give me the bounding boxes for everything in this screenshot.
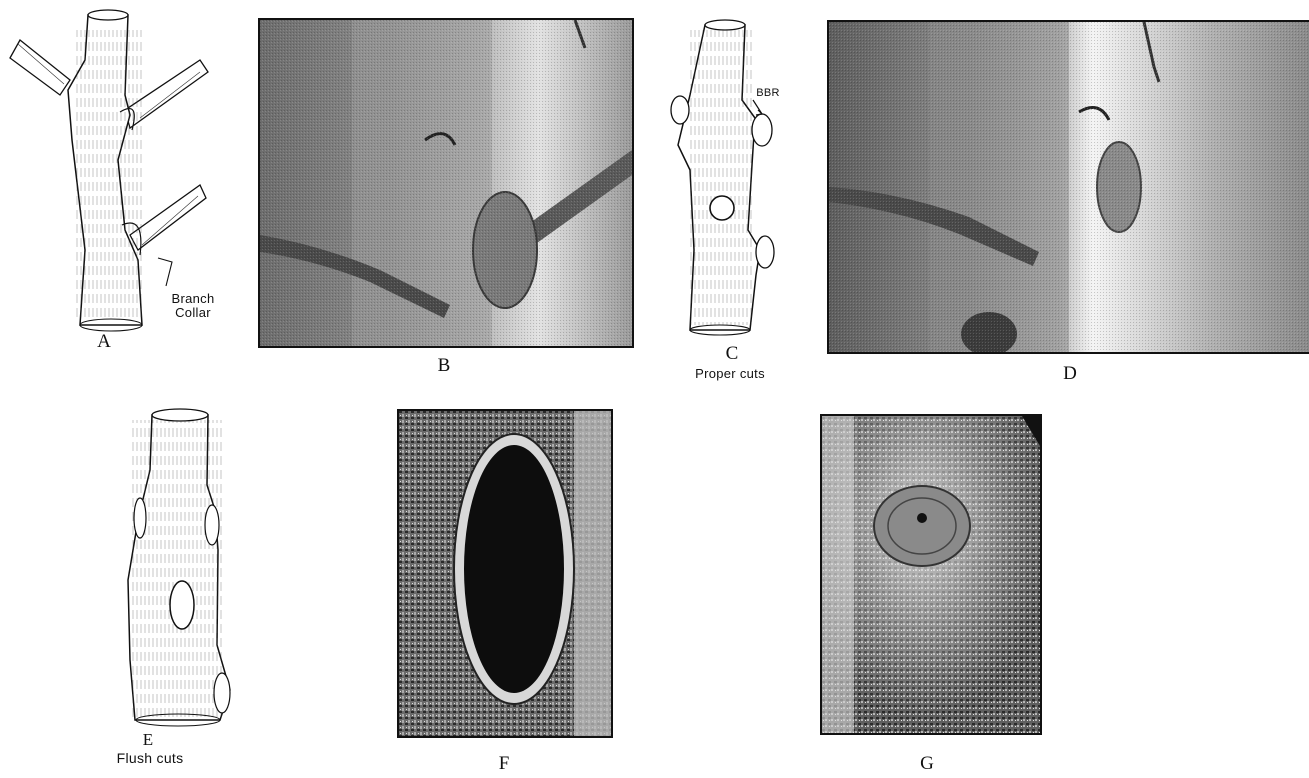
- panel-a-drawing: Branch Collar A: [0, 0, 240, 345]
- branch-collar-label: Branch Collar: [158, 292, 228, 320]
- panel-e-letter: E: [128, 730, 168, 750]
- trunk-flush-cuts-illustration: [100, 400, 260, 735]
- healed-cut-photo: [829, 22, 1309, 352]
- panel-b-photo: [258, 18, 634, 348]
- panel-f-letter: F: [484, 753, 524, 775]
- callus-closure-photo: [822, 416, 1040, 733]
- panel-a-letter: A: [84, 331, 124, 353]
- flush-cut-wound-photo: [399, 411, 611, 736]
- branch-collar-label-line-2: Collar: [158, 306, 228, 320]
- trunk-proper-cuts-illustration: [650, 0, 810, 345]
- panel-b-letter: B: [424, 355, 464, 377]
- panel-c-letter: C: [712, 343, 752, 365]
- panel-f-photo: [397, 409, 613, 738]
- panel-d-letter: D: [1050, 363, 1090, 385]
- panel-e-drawing: E Flush cuts: [100, 400, 260, 778]
- panel-c-caption: Proper cuts: [670, 366, 790, 381]
- panel-e-caption: Flush cuts: [90, 750, 210, 766]
- panel-c-drawing: BBR C Proper cuts: [650, 0, 810, 345]
- panel-g-letter: G: [907, 753, 947, 775]
- branch-collar-label-line-1: Branch: [158, 292, 228, 306]
- pruned-branch-photo: [260, 20, 632, 346]
- bbr-label: BBR: [748, 87, 788, 99]
- panel-g-photo: [820, 414, 1042, 735]
- panel-d-photo: [827, 20, 1309, 354]
